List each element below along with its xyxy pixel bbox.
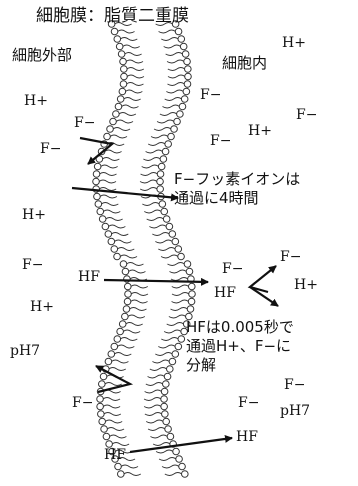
- region-label-inside: 細胞内: [222, 56, 267, 71]
- ion-label: F−: [200, 88, 221, 102]
- ion-label: H+: [30, 300, 54, 314]
- ion-label: H+: [294, 278, 318, 292]
- hf-note-line-1: HFは0.005秒で: [186, 318, 294, 337]
- ion-label: F−: [74, 116, 95, 130]
- ion-label: F−: [222, 262, 243, 276]
- f-deflect-arrow-bottom: [96, 366, 130, 392]
- hf-note-line-2: 通過H+、F−に: [186, 337, 294, 356]
- ion-label: HF: [236, 430, 258, 444]
- fluoride-note-line-2: 通過に4時間: [174, 189, 300, 208]
- ion-label: HF: [214, 286, 236, 300]
- ion-label: HF: [104, 448, 126, 462]
- hf-note-line-3: 分解: [186, 356, 294, 375]
- ion-label: F−: [40, 142, 61, 156]
- fluoride-note: F−フッ素イオンは 通過に4時間: [174, 170, 300, 208]
- ion-label: pH7: [280, 404, 310, 418]
- ion-label: F−: [296, 108, 317, 122]
- ion-label: F−: [238, 396, 259, 410]
- region-label-outside: 細胞外部: [12, 48, 72, 63]
- ion-label: HF: [78, 270, 100, 284]
- ion-label: H+: [248, 124, 272, 138]
- ion-label: pH7: [10, 344, 40, 358]
- ion-label: F−: [72, 396, 93, 410]
- ion-label: F−: [22, 258, 43, 272]
- ion-label: F−: [210, 134, 231, 148]
- ion-label: H+: [282, 36, 306, 50]
- ion-label: H+: [24, 94, 48, 108]
- ion-label: H+: [22, 208, 46, 222]
- fluoride-note-line-1: F−フッ素イオンは: [174, 170, 300, 189]
- ion-label: F−: [284, 378, 305, 392]
- ion-label: F−: [280, 250, 301, 264]
- hf-dissociation-arrow-up: [250, 266, 276, 292]
- f-deflect-arrow-top: [80, 138, 112, 164]
- diagram-title: 細胞膜：脂質二重膜: [36, 8, 189, 25]
- f-slow-passage-arrow: [72, 188, 178, 198]
- hf-passage-arrow-middle: [104, 280, 208, 282]
- hf-note: HFは0.005秒で 通過H+、F−に 分解: [186, 318, 294, 375]
- hf-passage-arrow-bottom: [130, 438, 232, 452]
